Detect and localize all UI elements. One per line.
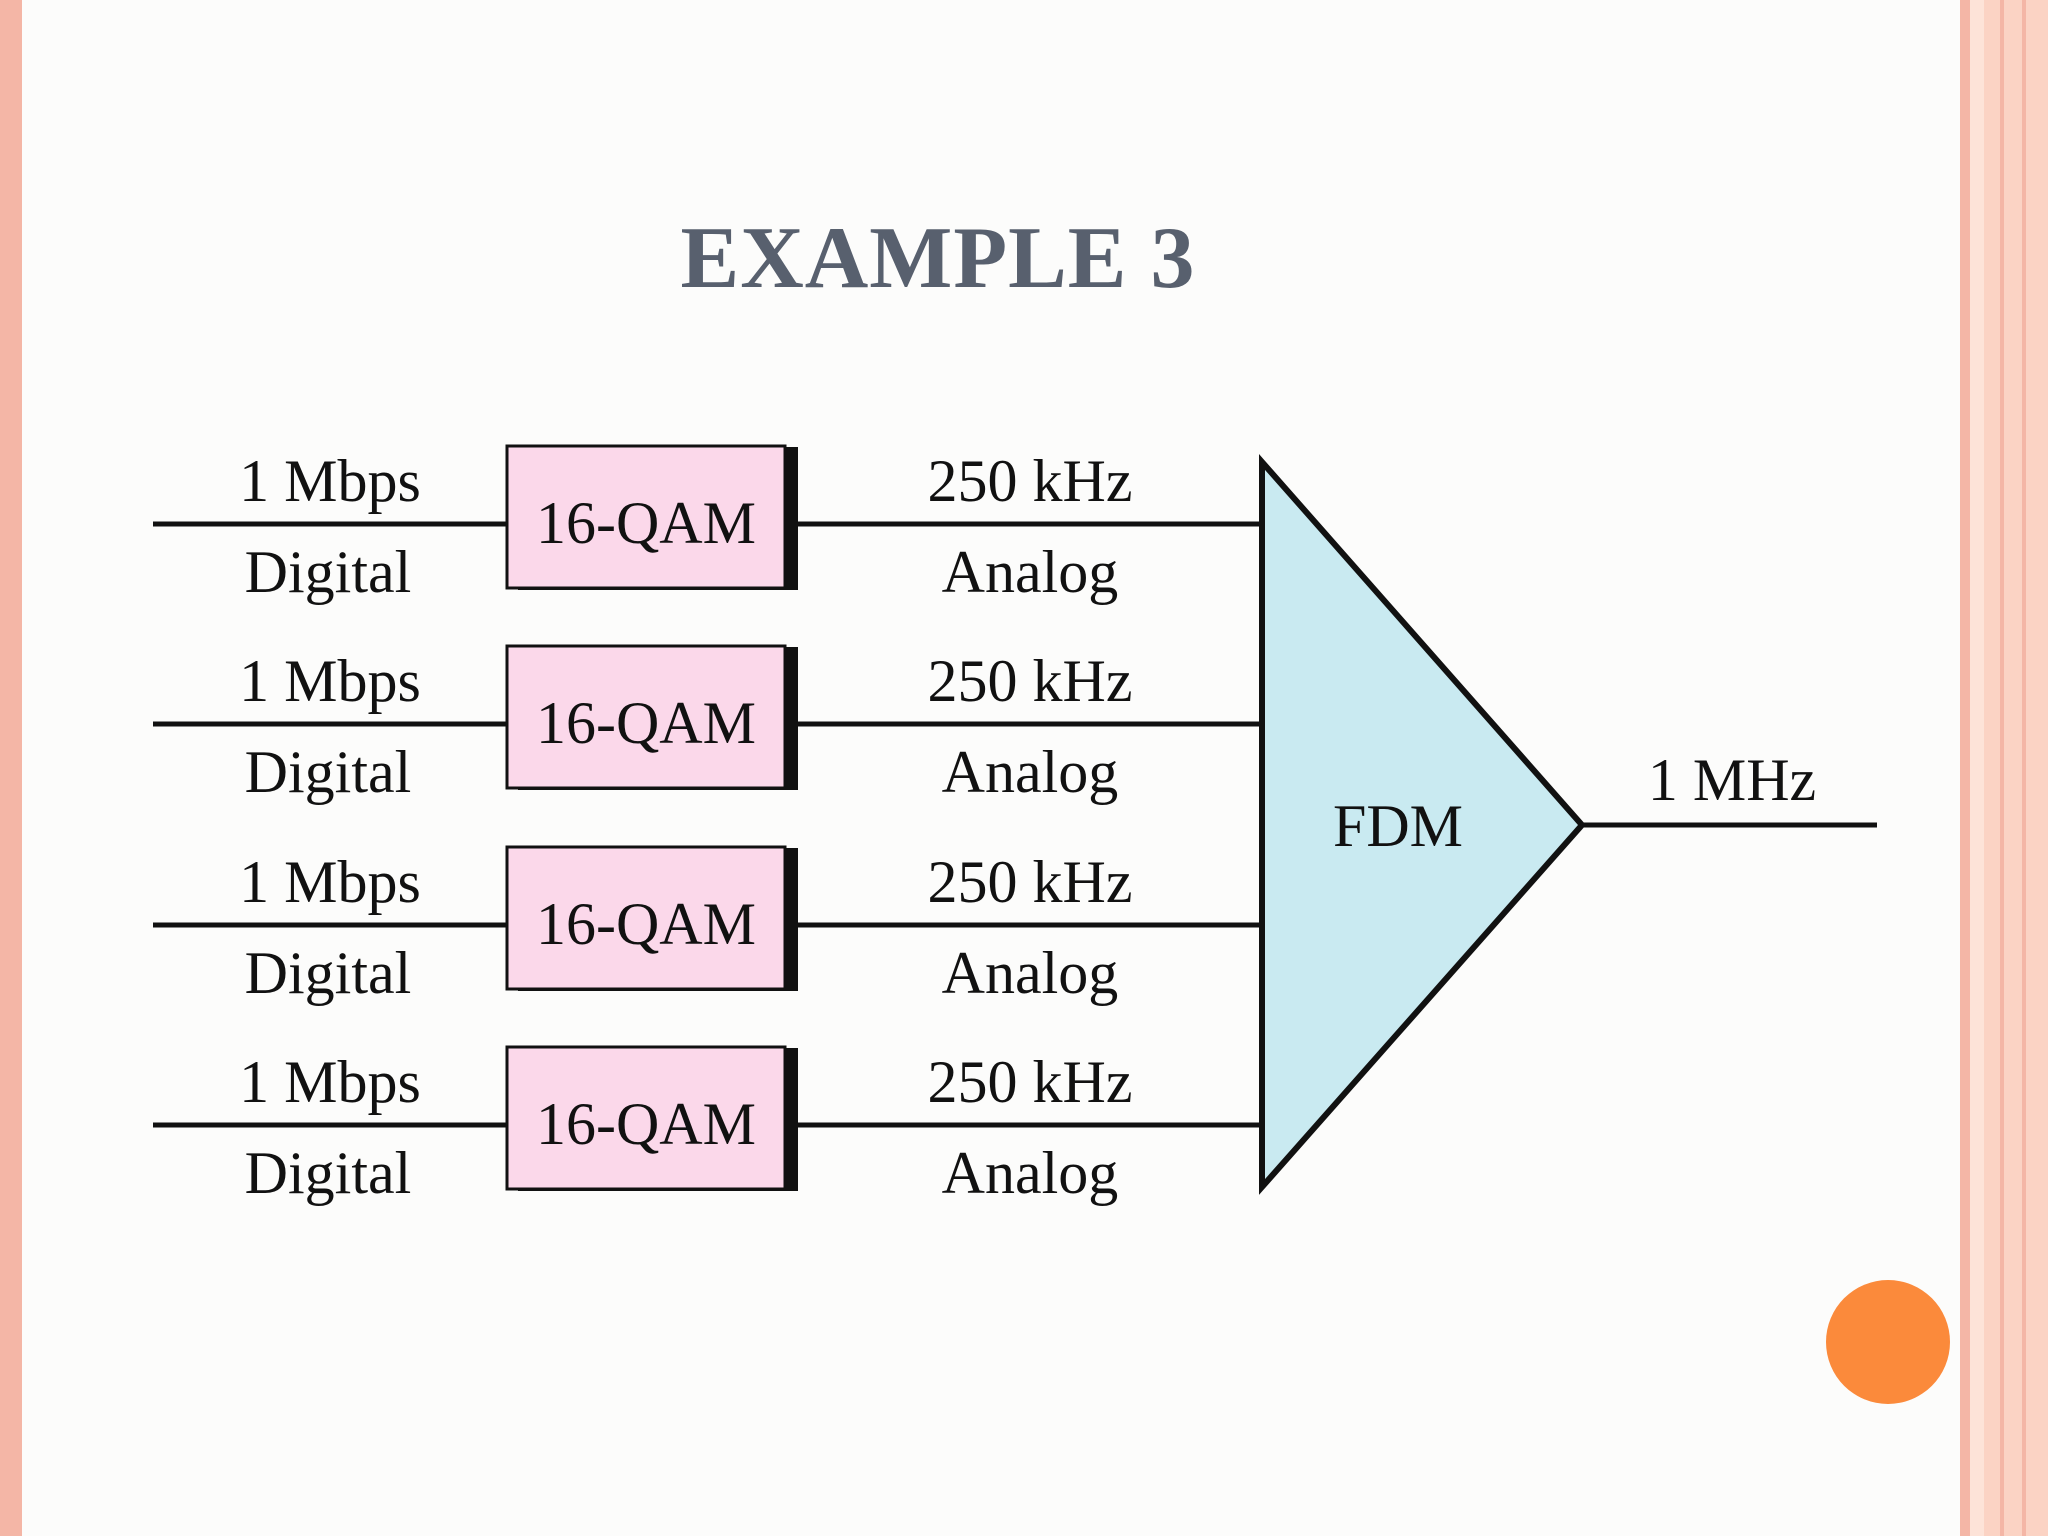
multiplexer-label: FDM (1333, 793, 1463, 859)
signal-type-label: Analog (942, 1140, 1119, 1206)
right-border-outer (1984, 0, 2048, 1536)
data-rate-label: 1 Mbps (239, 648, 421, 714)
bandwidth-label: 250 kHz (928, 448, 1133, 514)
modulator-box (505, 1045, 787, 1191)
signal-type-label: Analog (942, 940, 1119, 1006)
accent-circle (1826, 1280, 1950, 1404)
slide-title: EXAMPLE 3 (680, 210, 1196, 307)
data-rate-label: 1 Mbps (239, 849, 421, 915)
modulator-box (505, 444, 787, 590)
signal-type-label: Digital (245, 539, 412, 605)
right-border-line-2 (2022, 0, 2026, 1536)
modulator-label: 16-QAM (536, 690, 756, 756)
signal-type-label: Digital (245, 940, 412, 1006)
modulator-label: 16-QAM (536, 1091, 756, 1157)
modulator-box (505, 644, 787, 790)
signal-type-label: Analog (942, 739, 1119, 805)
right-border-inner (1960, 0, 1970, 1536)
modulator-label: 16-QAM (536, 490, 756, 556)
bandwidth-label: 250 kHz (928, 648, 1133, 714)
right-border-line-1 (2000, 0, 2004, 1536)
fdm-multiplexer (1259, 454, 1587, 1195)
right-border-middle (1970, 0, 1984, 1536)
bandwidth-label: 250 kHz (928, 849, 1133, 915)
signal-type-label: Analog (942, 539, 1119, 605)
data-rate-label: 1 Mbps (239, 1049, 421, 1115)
modulator-box (505, 845, 787, 991)
signal-type-label: Digital (245, 739, 412, 805)
bandwidth-label: 250 kHz (928, 1049, 1133, 1115)
signal-type-label: Digital (245, 1140, 412, 1206)
output-bandwidth-label: 1 MHz (1648, 747, 1816, 813)
modulator-label: 16-QAM (536, 891, 756, 957)
left-border (0, 0, 22, 1536)
data-rate-label: 1 Mbps (239, 448, 421, 514)
